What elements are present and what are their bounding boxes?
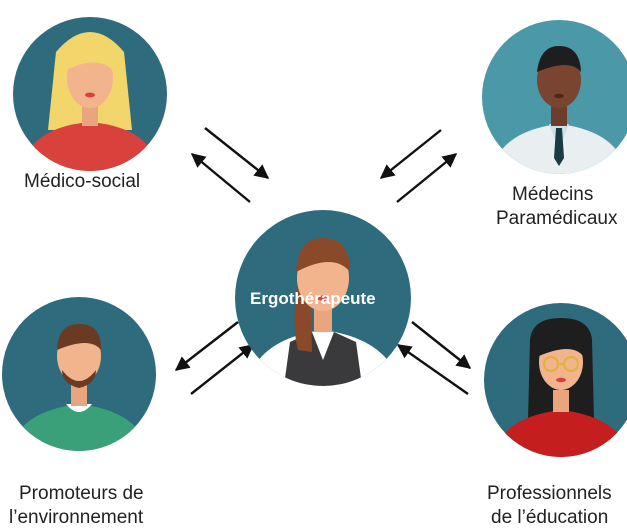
medico-social-label: Médico-social xyxy=(24,171,141,192)
promoteurs-label-line2: l’environnement xyxy=(9,507,144,528)
arrows xyxy=(174,127,472,395)
arrow-to-medecins xyxy=(396,153,458,203)
arrow-to-center-from-medecins xyxy=(379,129,442,179)
medecins-label-line2: Paramédicaux xyxy=(496,208,618,229)
arrow-to-promoteurs xyxy=(174,321,239,371)
arrow-to-center-from-medico xyxy=(204,127,270,179)
arrow-to-center-from-professionnels xyxy=(396,344,469,395)
promoteurs-label-line1: Promoteurs de xyxy=(19,483,144,504)
arrow-to-medico xyxy=(190,153,251,203)
center-node-label: Ergothérapeute xyxy=(250,289,376,308)
man-avatar-icon xyxy=(2,297,156,451)
arrow-to-professionnels xyxy=(411,321,472,369)
medecins-label-line1: Médecins xyxy=(512,184,594,205)
female-therapist-avatar-icon xyxy=(235,210,411,386)
blonde-woman-avatar-icon xyxy=(13,17,167,171)
arrow-to-center-from-promoteurs xyxy=(190,344,255,395)
professionnels-label-line1: Professionnels xyxy=(487,483,612,504)
professionnels-label-line2: de l’éducation xyxy=(491,507,609,528)
woman-glasses-avatar-icon xyxy=(484,303,627,457)
doctor-avatar-icon xyxy=(482,20,627,174)
